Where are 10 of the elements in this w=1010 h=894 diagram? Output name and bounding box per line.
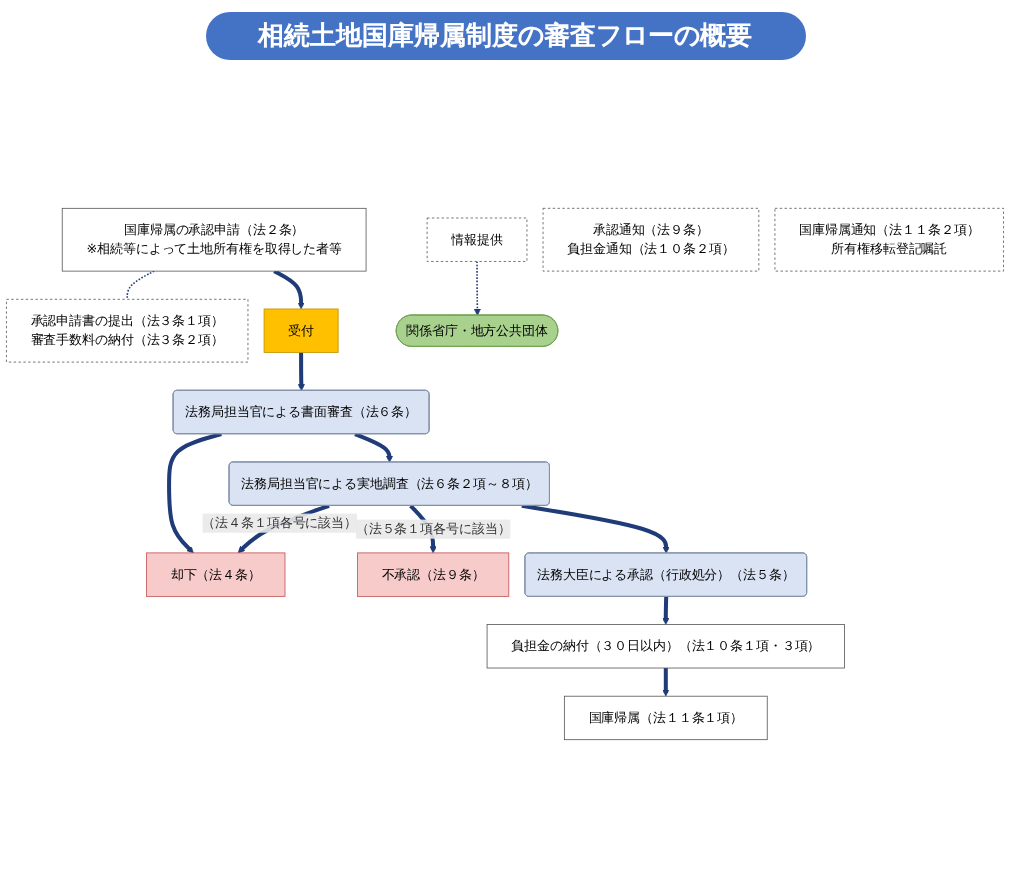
arrow [297, 352, 305, 391]
arrow [167, 432, 222, 554]
arrow [662, 668, 670, 697]
arrow [354, 432, 393, 463]
title-banner: 相続土地国庫帰属制度の審査フローの概要 [205, 12, 805, 60]
arrow [662, 596, 670, 625]
arrow [473, 260, 481, 316]
connector [126, 270, 155, 301]
arrow [521, 503, 670, 554]
arrow [273, 269, 305, 310]
